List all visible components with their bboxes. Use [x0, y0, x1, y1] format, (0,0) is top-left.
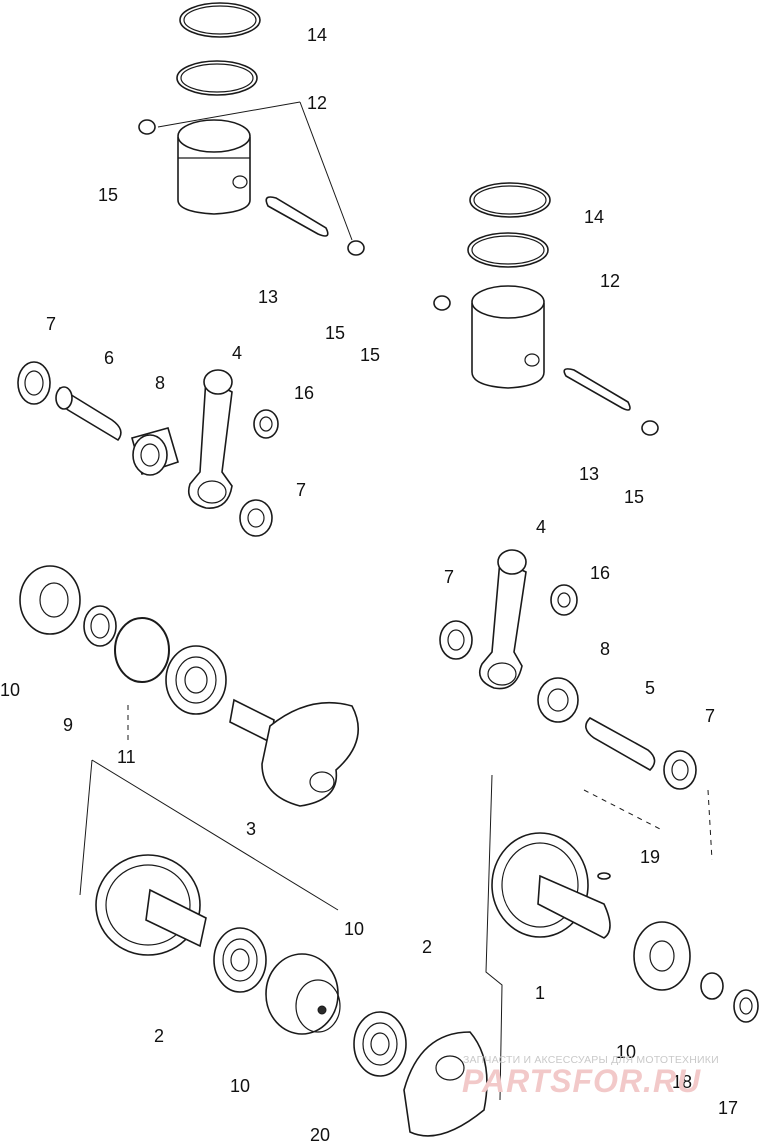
part-label-7: 7 [46, 314, 57, 334]
part-label-7: 7 [705, 706, 716, 726]
crank-half-center [403, 1031, 488, 1137]
part-label-10: 10 [0, 680, 21, 700]
part-label-4: 4 [536, 517, 547, 537]
part-label-15: 15 [98, 185, 119, 205]
connecting-rod-right [478, 549, 527, 690]
thrust-washer-left-lower [239, 499, 273, 537]
part-label-6: 6 [104, 348, 115, 368]
piston-top-left [177, 119, 251, 215]
part-label-5: 5 [645, 678, 656, 698]
part-label-4: 4 [232, 343, 243, 363]
thrust-washer-right-upper [439, 620, 473, 660]
needle-bearing-left-big [131, 427, 179, 476]
part-label-12: 12 [600, 271, 621, 291]
crank-pin-left [55, 386, 122, 442]
part-label-13: 13 [258, 287, 279, 307]
oil-seal-left [19, 565, 81, 635]
piston-ring-top-left-lower [176, 60, 258, 96]
part-label-18: 18 [672, 1072, 693, 1092]
thrust-washer-right-lower [663, 750, 697, 790]
part-label-15: 15 [325, 323, 346, 343]
piston-ring-top-left-upper [179, 2, 261, 38]
watermark-subtitle: ЗАПЧАСТИ И АКСЕССУАРЫ ДЛЯ МОТОТЕХНИКИ [463, 1054, 719, 1066]
ball-bearing-lower-b [353, 1011, 407, 1077]
crank-pin-right [585, 717, 656, 771]
labyrinth-seal [265, 953, 341, 1035]
watermark-brand: PARTSFOR.RU [462, 1063, 702, 1099]
part-label-16: 16 [294, 383, 315, 403]
circlip-left-b [347, 240, 365, 256]
piston-ring-top-right-upper [469, 182, 551, 218]
part-label-9: 9 [63, 715, 74, 735]
connecting-rod-left [187, 369, 233, 509]
part-label-2: 2 [154, 1026, 165, 1046]
part-label-12: 12 [307, 93, 328, 113]
part-label-11: 11 [117, 747, 136, 767]
nut-right [733, 989, 759, 1023]
circlip-right-b [641, 420, 659, 436]
part-label-14: 14 [307, 25, 328, 45]
circlip-left-a [138, 119, 156, 135]
part-label-17: 17 [718, 1098, 739, 1118]
needle-bearing-right-small [550, 584, 578, 616]
needle-bearing-left-small [253, 409, 279, 439]
part-label-13: 13 [579, 464, 600, 484]
part-label-14: 14 [584, 207, 605, 227]
part-label-1: 1 [535, 983, 546, 1003]
thrust-washer-left-upper [17, 361, 51, 405]
needle-bearing-right-big [537, 677, 579, 723]
part-label-10: 10 [230, 1076, 251, 1096]
piston-pin-top-right [563, 368, 631, 411]
part-label-10: 10 [616, 1042, 637, 1062]
ball-bearing-right [633, 921, 691, 991]
part-label-15: 15 [360, 345, 381, 365]
ball-bearing-lower-a [213, 927, 267, 993]
ball-bearing-left-upper [165, 645, 227, 715]
part-label-16: 16 [590, 563, 611, 583]
piston-top-right [471, 285, 545, 389]
snap-ring-left [114, 617, 170, 683]
crank-half-right [491, 832, 611, 939]
circlip-right-a [433, 295, 451, 311]
piston-ring-top-right-lower [467, 232, 549, 268]
crank-half-left-upper [229, 698, 360, 807]
crank-half-left-lower [95, 854, 207, 956]
part-label-7: 7 [296, 480, 307, 500]
part-label-20: 20 [310, 1125, 331, 1145]
washer-right [700, 972, 724, 1000]
spacer-ring-left [83, 605, 117, 647]
part-label-8: 8 [600, 639, 611, 659]
part-label-8: 8 [155, 373, 166, 393]
part-label-19: 19 [640, 847, 661, 867]
part-label-10: 10 [344, 919, 365, 939]
part-label-3: 3 [246, 819, 257, 839]
part-label-2: 2 [422, 937, 433, 957]
part-label-15: 15 [624, 487, 645, 507]
piston-pin-top-left [265, 196, 329, 237]
part-label-7: 7 [444, 567, 455, 587]
